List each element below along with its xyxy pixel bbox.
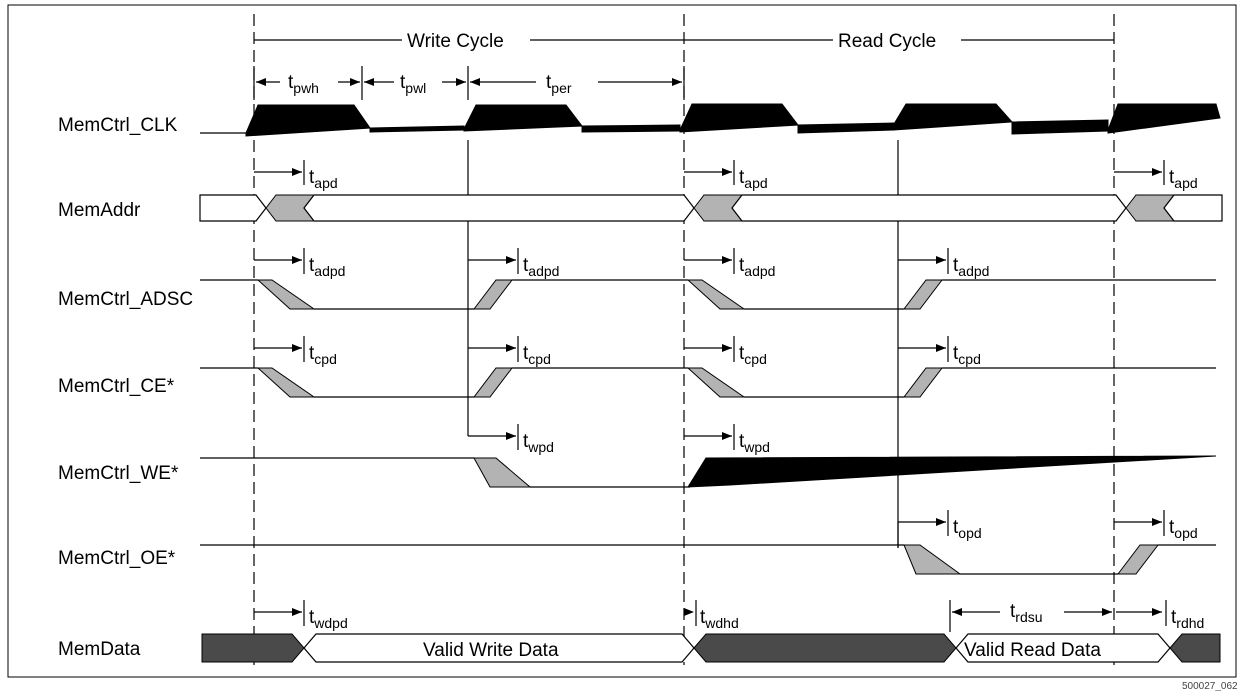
ce-measure (254, 336, 949, 362)
t-cpd-label-3: tcpd (739, 343, 767, 367)
data-waveform (201, 633, 1221, 663)
t-adpd-label-2: tadpd (523, 255, 559, 279)
t-apd-label-2: tapd (739, 167, 768, 191)
adsc-waveform (200, 279, 1216, 310)
t-adpd-label-4: tadpd (953, 255, 989, 279)
clock-period-measure (253, 66, 685, 100)
signal-label-oe: MemCtrl_OE* (58, 548, 176, 569)
write-cycle-label: Write Cycle (407, 31, 504, 52)
addr-waveform (199, 194, 1223, 222)
t-cpd-label-4: tcpd (953, 343, 981, 367)
addr-measure (254, 160, 1165, 185)
signal-label-we: MemCtrl_WE* (58, 463, 179, 484)
signal-label-clk: MemCtrl_CLK (58, 115, 178, 136)
t-wdpd-label: twdpd (309, 607, 348, 631)
t-opd-label-2: topd (1169, 517, 1198, 541)
t-wdhd-label: twdhd (700, 607, 739, 631)
t-adpd-label-1: tadpd (309, 255, 345, 279)
t-apd-label-3: tapd (1169, 167, 1198, 191)
read-cycle-label: Read Cycle (838, 31, 936, 52)
signal-label-addr: MemAddr (58, 200, 141, 221)
valid-read-data-label: Valid Read Data (964, 640, 1101, 661)
adsc-measure (254, 248, 949, 274)
signal-label-data: MemData (58, 639, 141, 660)
t-pwl-label: tpwl (400, 72, 426, 96)
t-adpd-label-3: tadpd (739, 255, 775, 279)
figure-id: 500027_062 (1182, 681, 1238, 691)
t-apd-label-1: tapd (309, 167, 338, 191)
we-waveform (200, 455, 1217, 488)
t-rdhd-label: trdhd (1171, 607, 1204, 631)
read-cycle-label-bg (833, 28, 961, 52)
write-cycle-label-bg (402, 28, 530, 52)
oe-measure (897, 510, 1165, 548)
diagram-frame (7, 4, 1237, 678)
t-opd-label-1: topd (953, 517, 982, 541)
t-wpd-label-1: twpd (523, 431, 554, 455)
signal-label-adsc: MemCtrl_ADSC (58, 289, 193, 310)
t-cpd-label-1: tcpd (309, 343, 337, 367)
oe-waveform (200, 544, 1216, 575)
t-per-label: tper (546, 72, 572, 96)
t-pwh-label: tpwh (288, 72, 319, 96)
data-measure (254, 600, 1167, 632)
we-measure (468, 424, 735, 450)
t-wpd-label-2: twpd (739, 431, 770, 455)
ce-waveform (200, 367, 1216, 398)
t-cpd-label-2: tcpd (523, 343, 551, 367)
valid-write-data-label: Valid Write Data (423, 640, 559, 661)
clk-waveform (200, 103, 1221, 137)
signal-label-ce: MemCtrl_CE* (58, 376, 175, 397)
t-rdsu-label: trdsu (1010, 601, 1043, 625)
